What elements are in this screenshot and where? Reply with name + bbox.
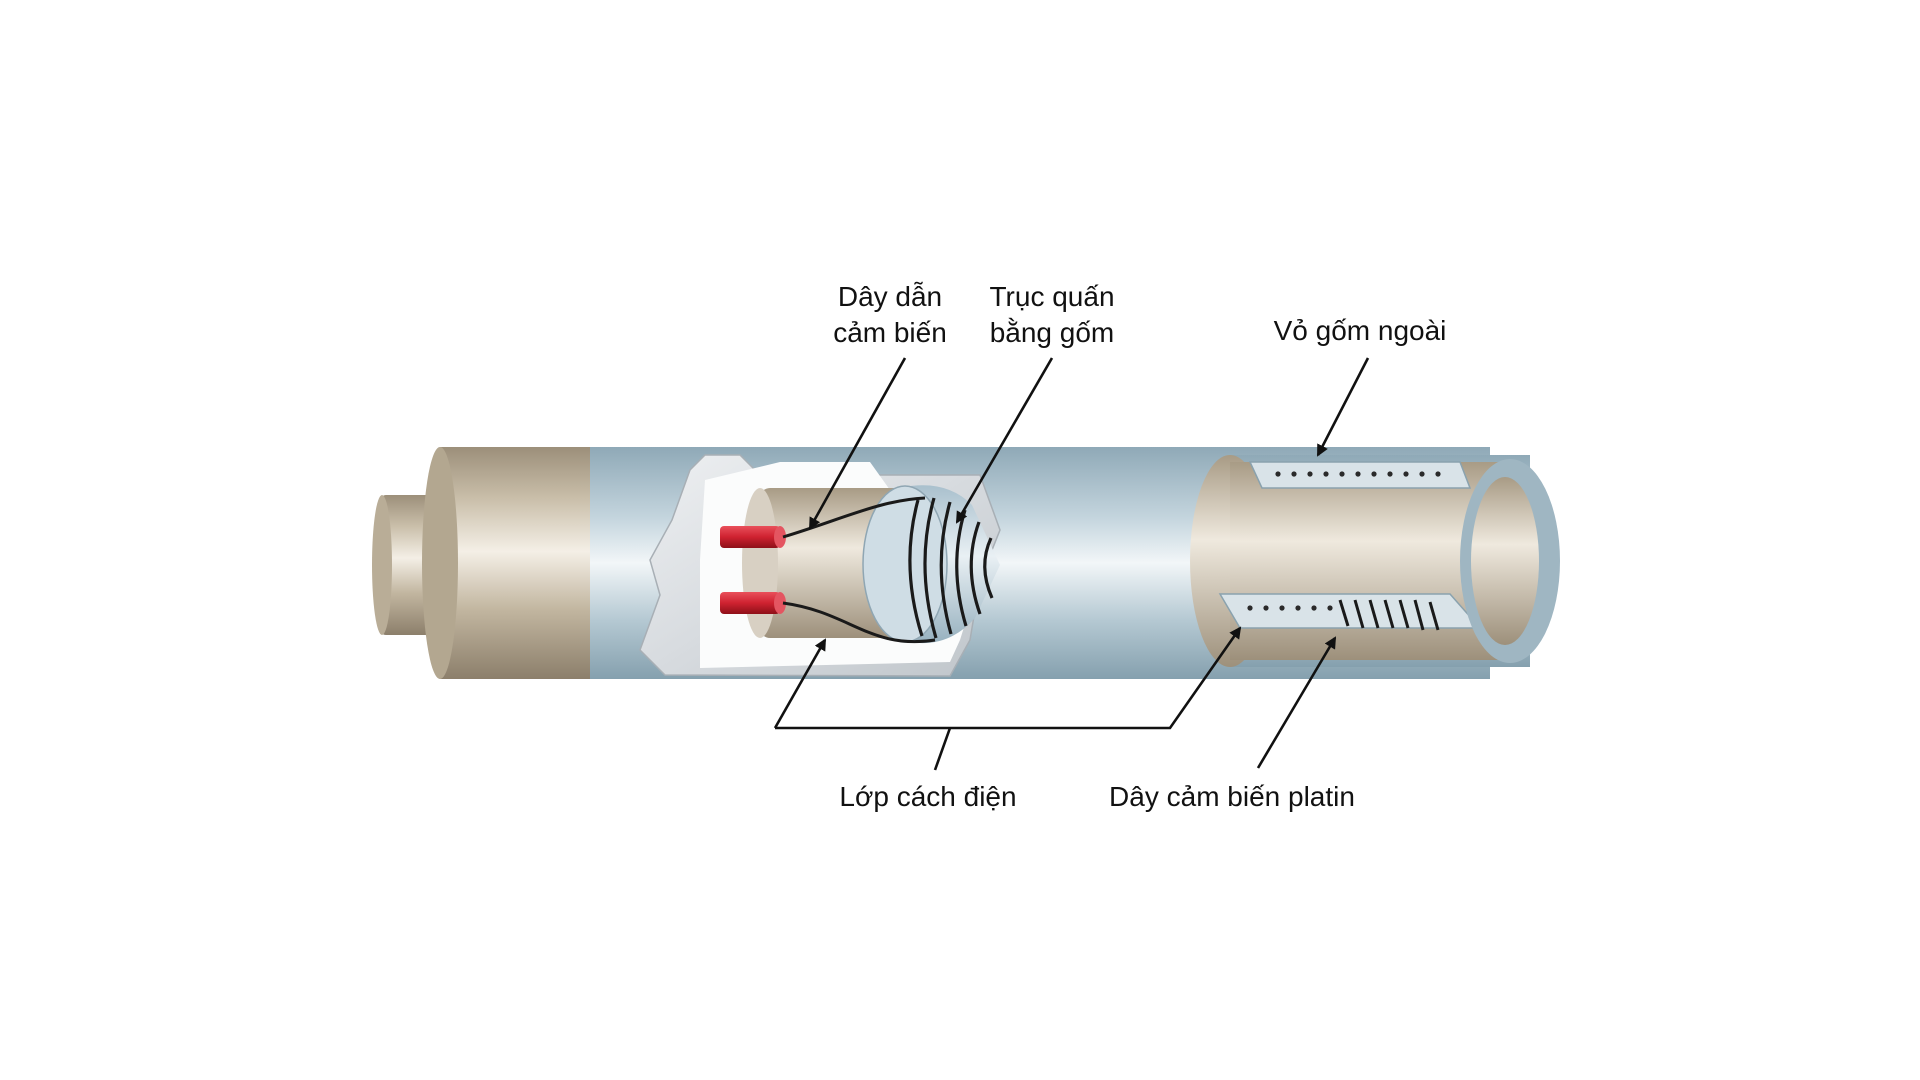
callout-sensor-lead-wire: Dây dẫn cảm biến xyxy=(833,281,947,348)
label-sensor-lead-wire-line1: Dây dẫn xyxy=(838,281,942,312)
lead-terminal-top xyxy=(720,526,786,548)
sensor-lead-wires xyxy=(782,496,936,644)
callout-ceramic-mandrel: Trục quấn bằng gốm xyxy=(989,281,1114,348)
label-insulation-layer: Lớp cách điện xyxy=(839,781,1016,812)
leader-lines xyxy=(773,357,1370,771)
callout-insulation-layer: Lớp cách điện xyxy=(839,781,1016,812)
callout-platinum-sensing-wire: Dây cảm biến platin xyxy=(1109,781,1355,812)
ceramic-mandrel xyxy=(862,485,1000,644)
platinum-wire-coil-right xyxy=(1338,599,1440,631)
callout-outer-ceramic-shell: Vỏ gốm ngoài xyxy=(1274,315,1447,346)
label-ceramic-mandrel-line2: bằng gốm xyxy=(990,317,1115,348)
lead-terminal-bottom xyxy=(720,592,786,614)
label-ceramic-mandrel-line1: Trục quấn xyxy=(989,281,1114,312)
label-sensor-lead-wire-line2: cảm biến xyxy=(833,317,947,348)
outer-ceramic-shell-cut xyxy=(1190,455,1560,667)
label-outer-ceramic-shell: Vỏ gốm ngoài xyxy=(1274,315,1447,346)
outer-shell-dots xyxy=(1247,471,1441,611)
label-platinum-sensing-wire: Dây cảm biến platin xyxy=(1109,781,1355,812)
